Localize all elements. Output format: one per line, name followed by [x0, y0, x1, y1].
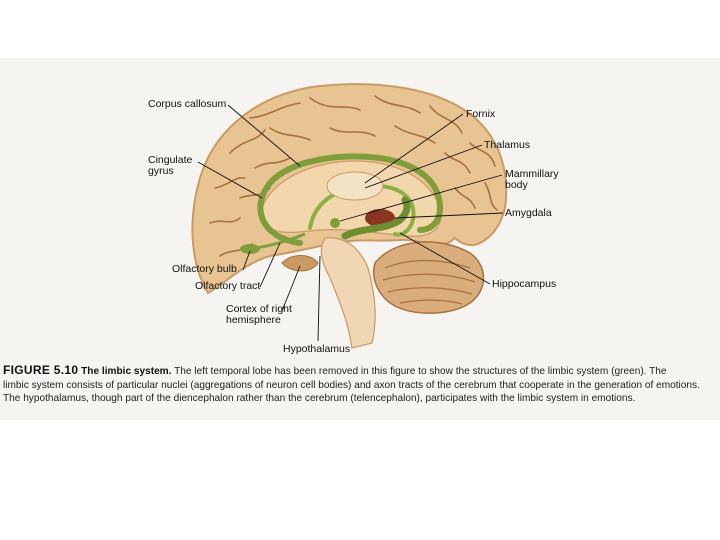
caption-line-1: The left temporal lobe has been removed … — [174, 366, 666, 377]
label-thalamus: Thalamus — [484, 140, 530, 151]
label-olfactory-tract: Olfactory tract — [195, 281, 260, 292]
label-corpus-callosum: Corpus callosum — [148, 99, 226, 110]
label-hippocampus: Hippocampus — [492, 279, 556, 290]
label-hypothalamus: Hypothalamus — [283, 344, 350, 355]
label-amygdala: Amygdala — [505, 208, 552, 219]
brainstem — [321, 238, 375, 348]
caption-line-2: limbic system consists of particular nuc… — [3, 380, 700, 391]
mammillary-body — [330, 218, 340, 228]
label-mammillary-body: Mammillary body — [505, 169, 559, 191]
right-hemisphere-cortex — [282, 256, 318, 271]
caption-line-3: The hypothalamus, though part of the die… — [3, 393, 635, 404]
limbic-system-illustration — [0, 58, 720, 358]
olfactory-bulb — [240, 244, 260, 254]
figure-title: The limbic system. — [81, 366, 171, 377]
label-fornix: Fornix — [466, 109, 495, 120]
figure-number: FIGURE 5.10 — [3, 363, 78, 377]
label-cingulate-gyrus: Cingulate gyrus — [148, 155, 192, 177]
label-cortex-right-hemisphere: Cortex of right hemisphere — [226, 304, 292, 326]
label-olfactory-bulb: Olfactory bulb — [172, 264, 237, 275]
figure-panel: Corpus callosum Cingulate gyrus Olfactor… — [0, 58, 720, 420]
figure-caption: FIGURE 5.10 The limbic system. The left … — [3, 364, 719, 406]
